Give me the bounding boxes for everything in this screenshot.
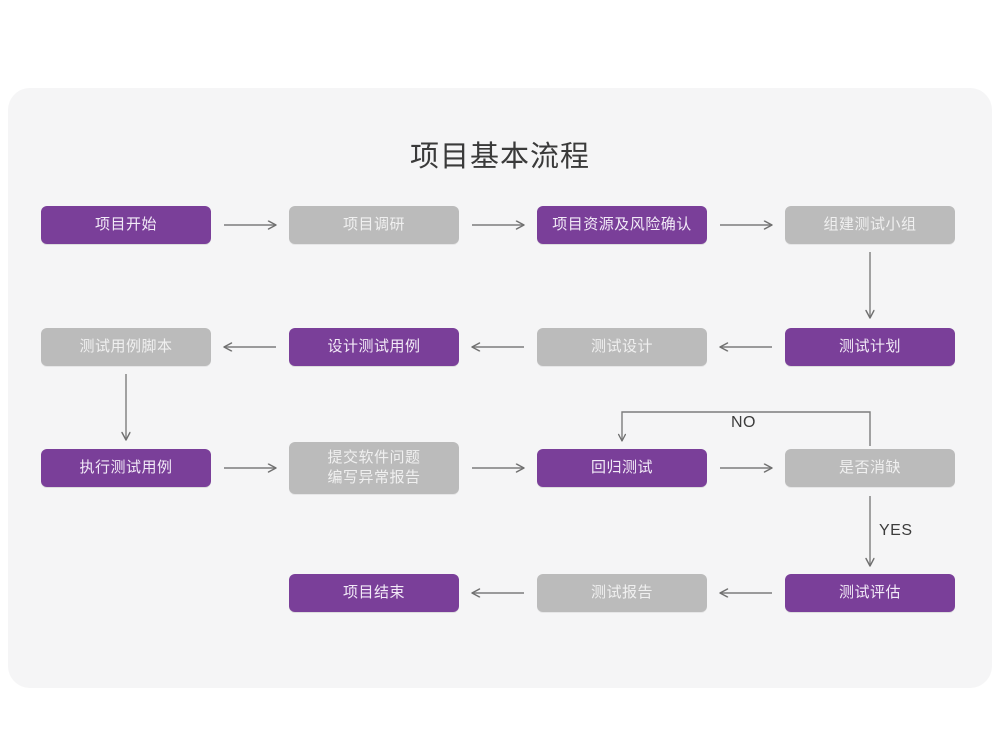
node-resource-risk-confirm[interactable]: 项目资源及风险确认 bbox=[537, 206, 707, 244]
node-test-case-script[interactable]: 测试用例脚本 bbox=[41, 328, 211, 366]
node-test-plan[interactable]: 测试计划 bbox=[785, 328, 955, 366]
node-build-test-team[interactable]: 组建测试小组 bbox=[785, 206, 955, 244]
node-defect-resolved[interactable]: 是否消缺 bbox=[785, 449, 955, 487]
node-test-design[interactable]: 测试设计 bbox=[537, 328, 707, 366]
node-test-evaluation[interactable]: 测试评估 bbox=[785, 574, 955, 612]
node-test-report[interactable]: 测试报告 bbox=[537, 574, 707, 612]
node-design-test-case[interactable]: 设计测试用例 bbox=[289, 328, 459, 366]
node-regression-test[interactable]: 回归测试 bbox=[537, 449, 707, 487]
node-submit-defect-report[interactable]: 提交软件问题 编写异常报告 bbox=[289, 442, 459, 494]
node-project-start[interactable]: 项目开始 bbox=[41, 206, 211, 244]
node-execute-test-case[interactable]: 执行测试用例 bbox=[41, 449, 211, 487]
edge-label-yes: YES bbox=[879, 522, 913, 539]
node-project-research[interactable]: 项目调研 bbox=[289, 206, 459, 244]
edge-label-no: NO bbox=[731, 414, 756, 431]
node-project-end[interactable]: 项目结束 bbox=[289, 574, 459, 612]
page-title: 项目基本流程 bbox=[409, 141, 590, 173]
